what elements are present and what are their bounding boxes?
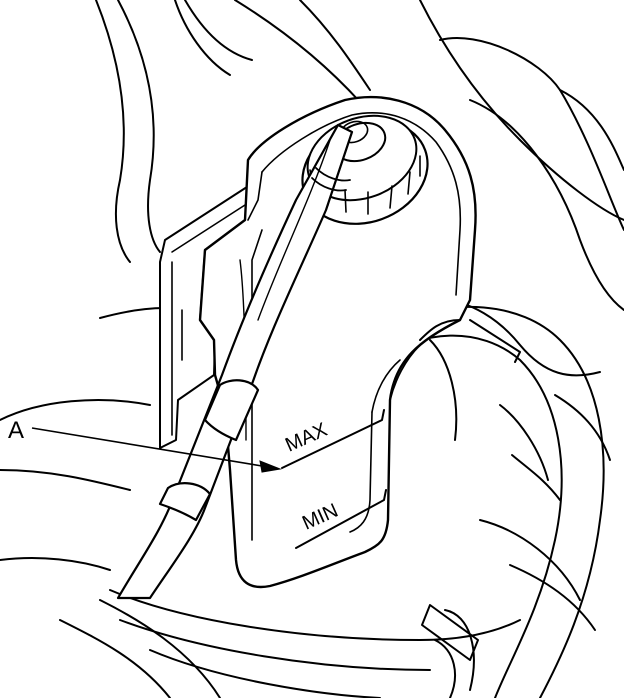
max-level-line [281, 409, 385, 469]
callout-a-arrowhead [259, 460, 282, 473]
min-level-line [295, 489, 387, 549]
callout-a: A [8, 417, 282, 473]
callout-a-leader [31, 427, 263, 467]
overflow-hose [116, 123, 354, 600]
callout-a-label: A [8, 417, 24, 444]
